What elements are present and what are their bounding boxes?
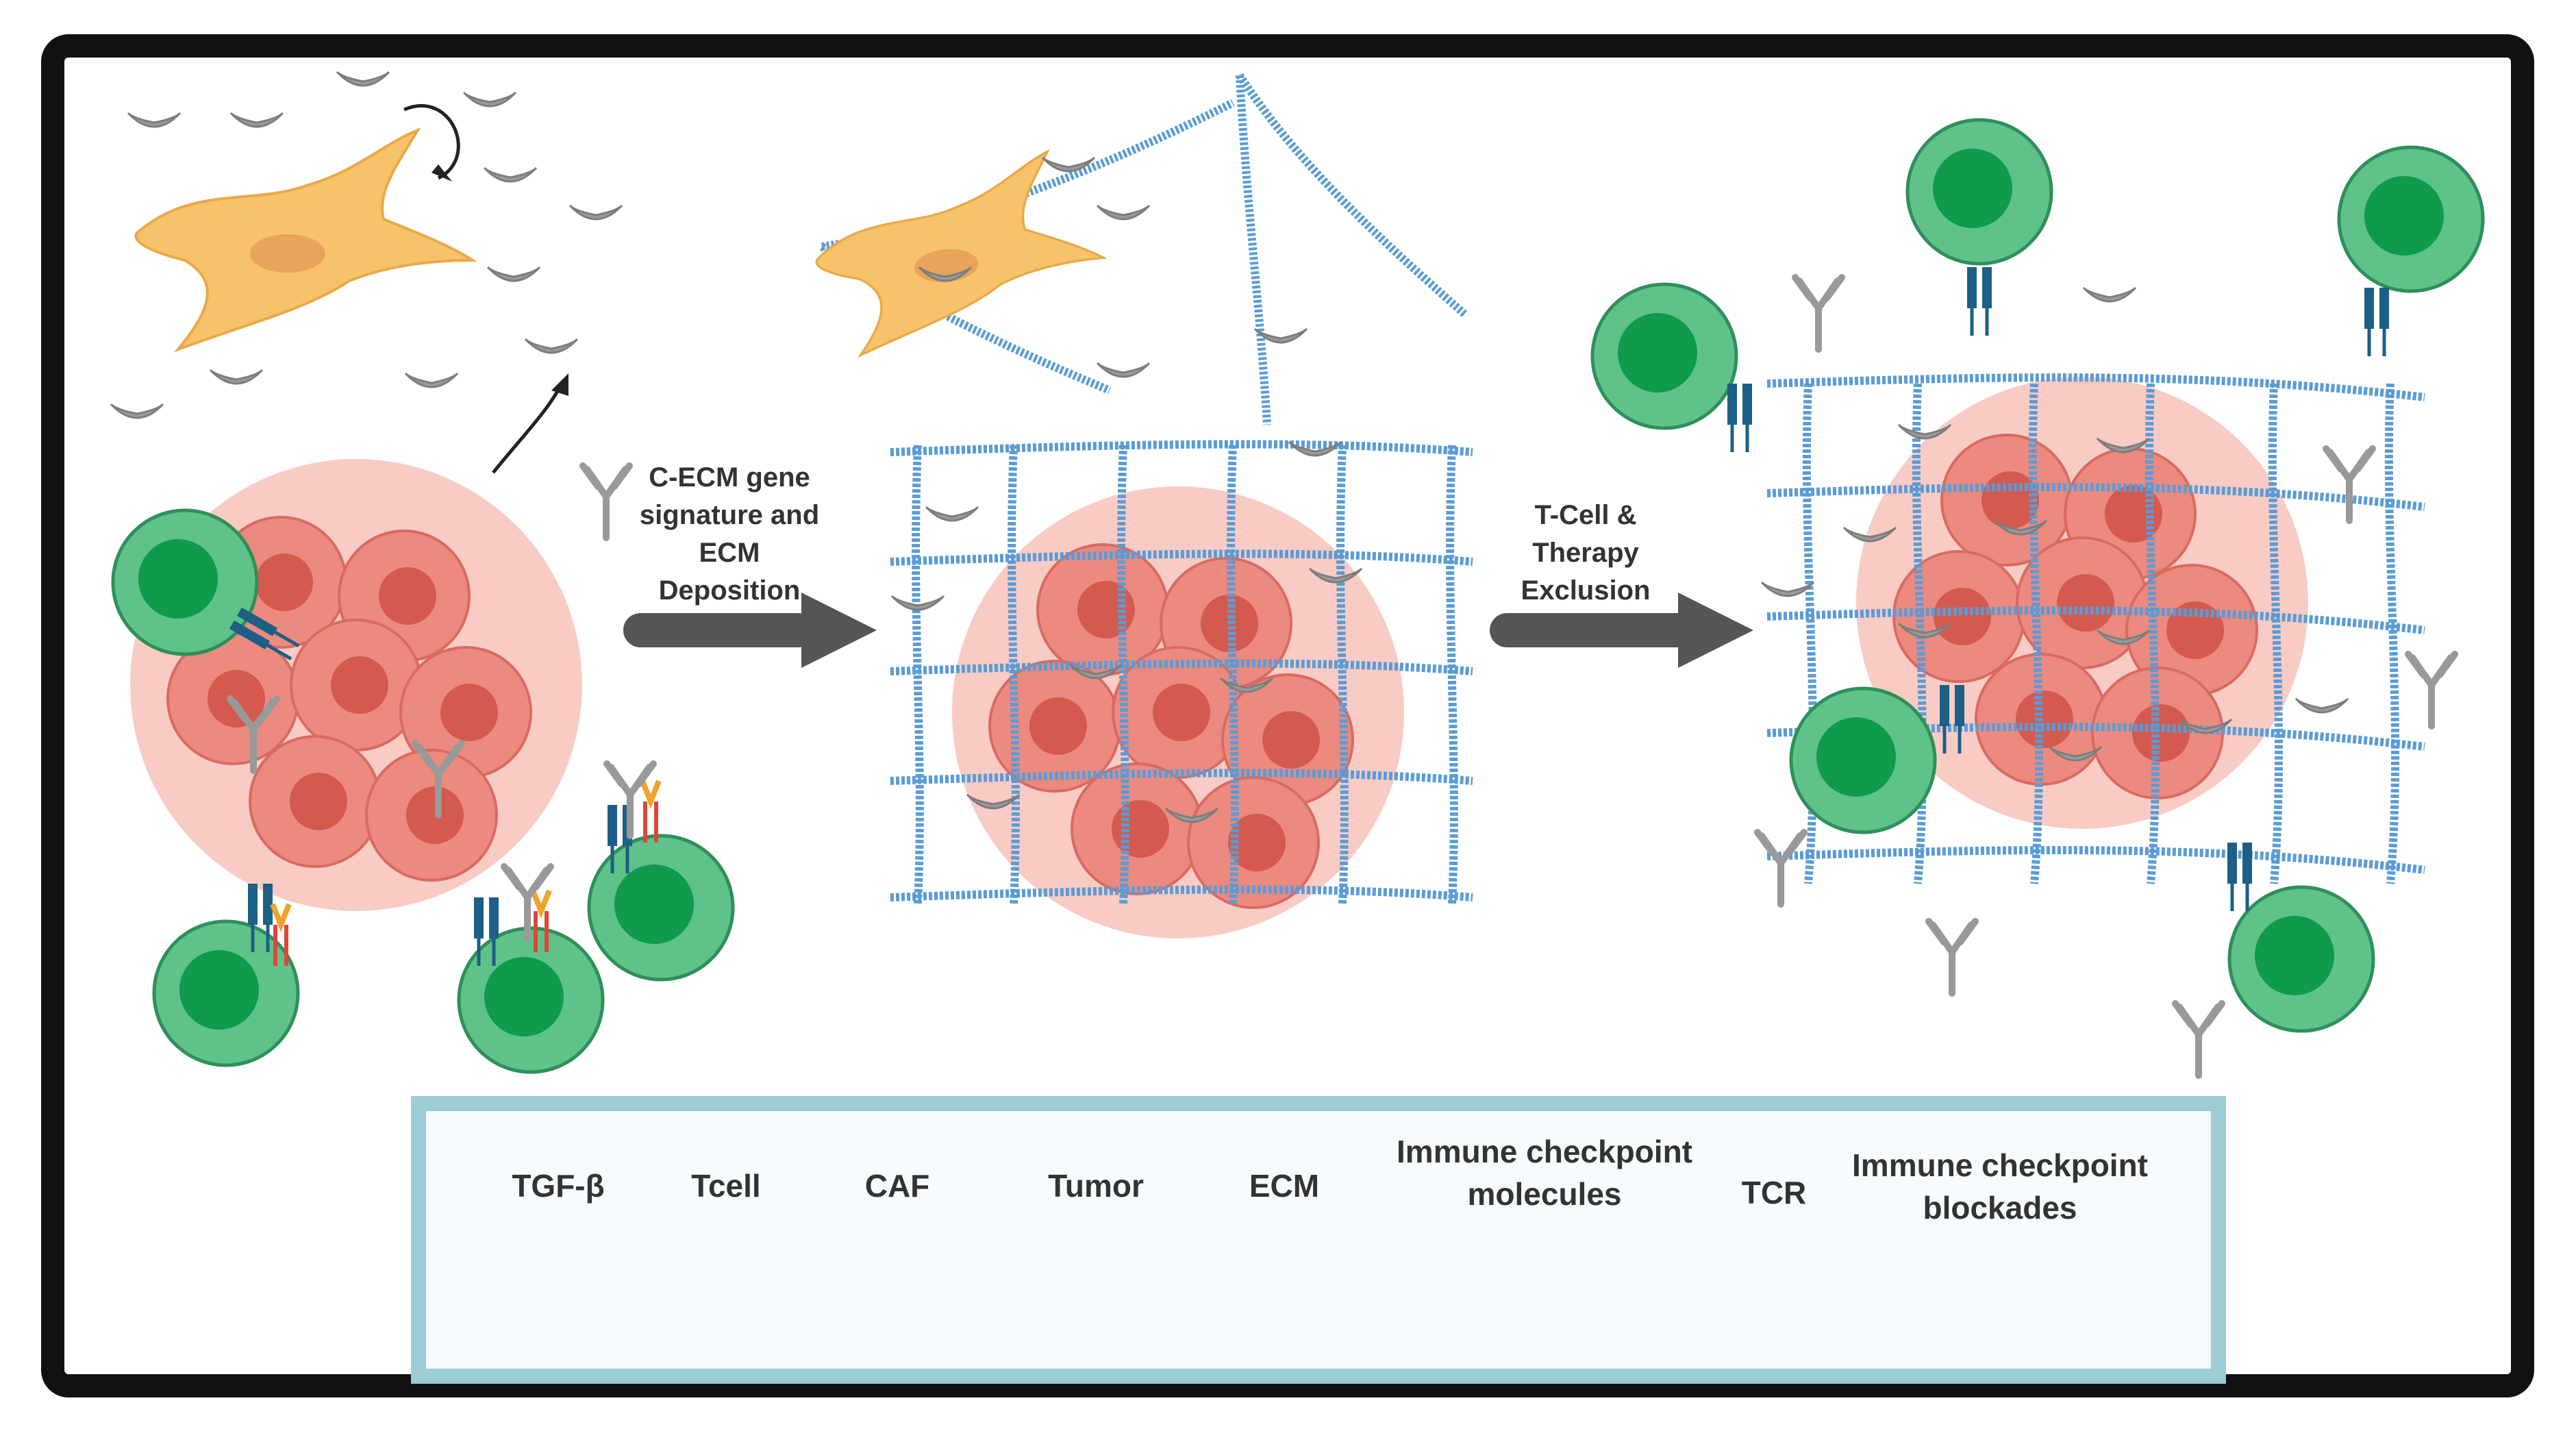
tcell	[1791, 688, 1935, 832]
panel-ecm-deposition	[808, 73, 1473, 938]
legend-tcr-label: TCR	[1741, 1175, 1807, 1210]
tcell	[1592, 284, 1736, 428]
arrow-label-ecm-line3: ECM	[699, 538, 760, 568]
legend-icb-label: Immune checkpoint blockades	[1842, 1144, 2158, 1229]
legend-ecm-label: ECM	[1249, 1168, 1320, 1204]
legend-icm-label: Immune checkpoint molecules	[1387, 1130, 1702, 1215]
arrow-label-ecm: C-ECM gene signature and ECM Deposition	[627, 459, 832, 610]
legend-icm-label-line1: Immune checkpoint	[1397, 1134, 1692, 1169]
arrow-ecm-deposition	[623, 593, 877, 668]
arrow-label-exclusion-line2: Therapy	[1532, 538, 1639, 568]
legend-icm-label-line2: molecules	[1467, 1176, 1622, 1212]
arrow-label-ecm-line2: signature and	[639, 500, 820, 530]
legend-tumor-label: Tumor	[1048, 1168, 1144, 1204]
arrow-label-exclusion: T-Cell & Therapy Exclusion	[1483, 497, 1688, 610]
curved-arrow-autocrine	[403, 103, 460, 180]
tcell	[2339, 147, 2483, 291]
legend-icb-label-line2: blockades	[1923, 1190, 2077, 1226]
arrow-label-ecm-line4: Deposition	[658, 575, 801, 606]
panel-initial-tumor	[110, 71, 733, 1072]
legend-caf-label: CAF	[864, 1168, 930, 1204]
legend-tcell-label: Tcell	[691, 1168, 761, 1204]
caf-cell	[134, 129, 474, 351]
panel-exclusion	[1592, 120, 2483, 1075]
tcell	[1908, 120, 2051, 264]
legend-icb-label-line1: Immune checkpoint	[1852, 1147, 2148, 1183]
ecm-mesh	[890, 440, 1473, 905]
legend-panel	[411, 1096, 2226, 1384]
arrow-label-exclusion-line1: T-Cell &	[1534, 500, 1637, 530]
tcell	[113, 510, 257, 654]
arrow-tcell-exclusion	[1490, 593, 1753, 668]
arrow-label-exclusion-line3: Exclusion	[1521, 575, 1651, 606]
tcell	[2229, 887, 2373, 1031]
arrow-label-ecm-line1: C-ECM gene	[649, 462, 810, 493]
legend-tgf-label: TGF-β	[512, 1168, 605, 1204]
